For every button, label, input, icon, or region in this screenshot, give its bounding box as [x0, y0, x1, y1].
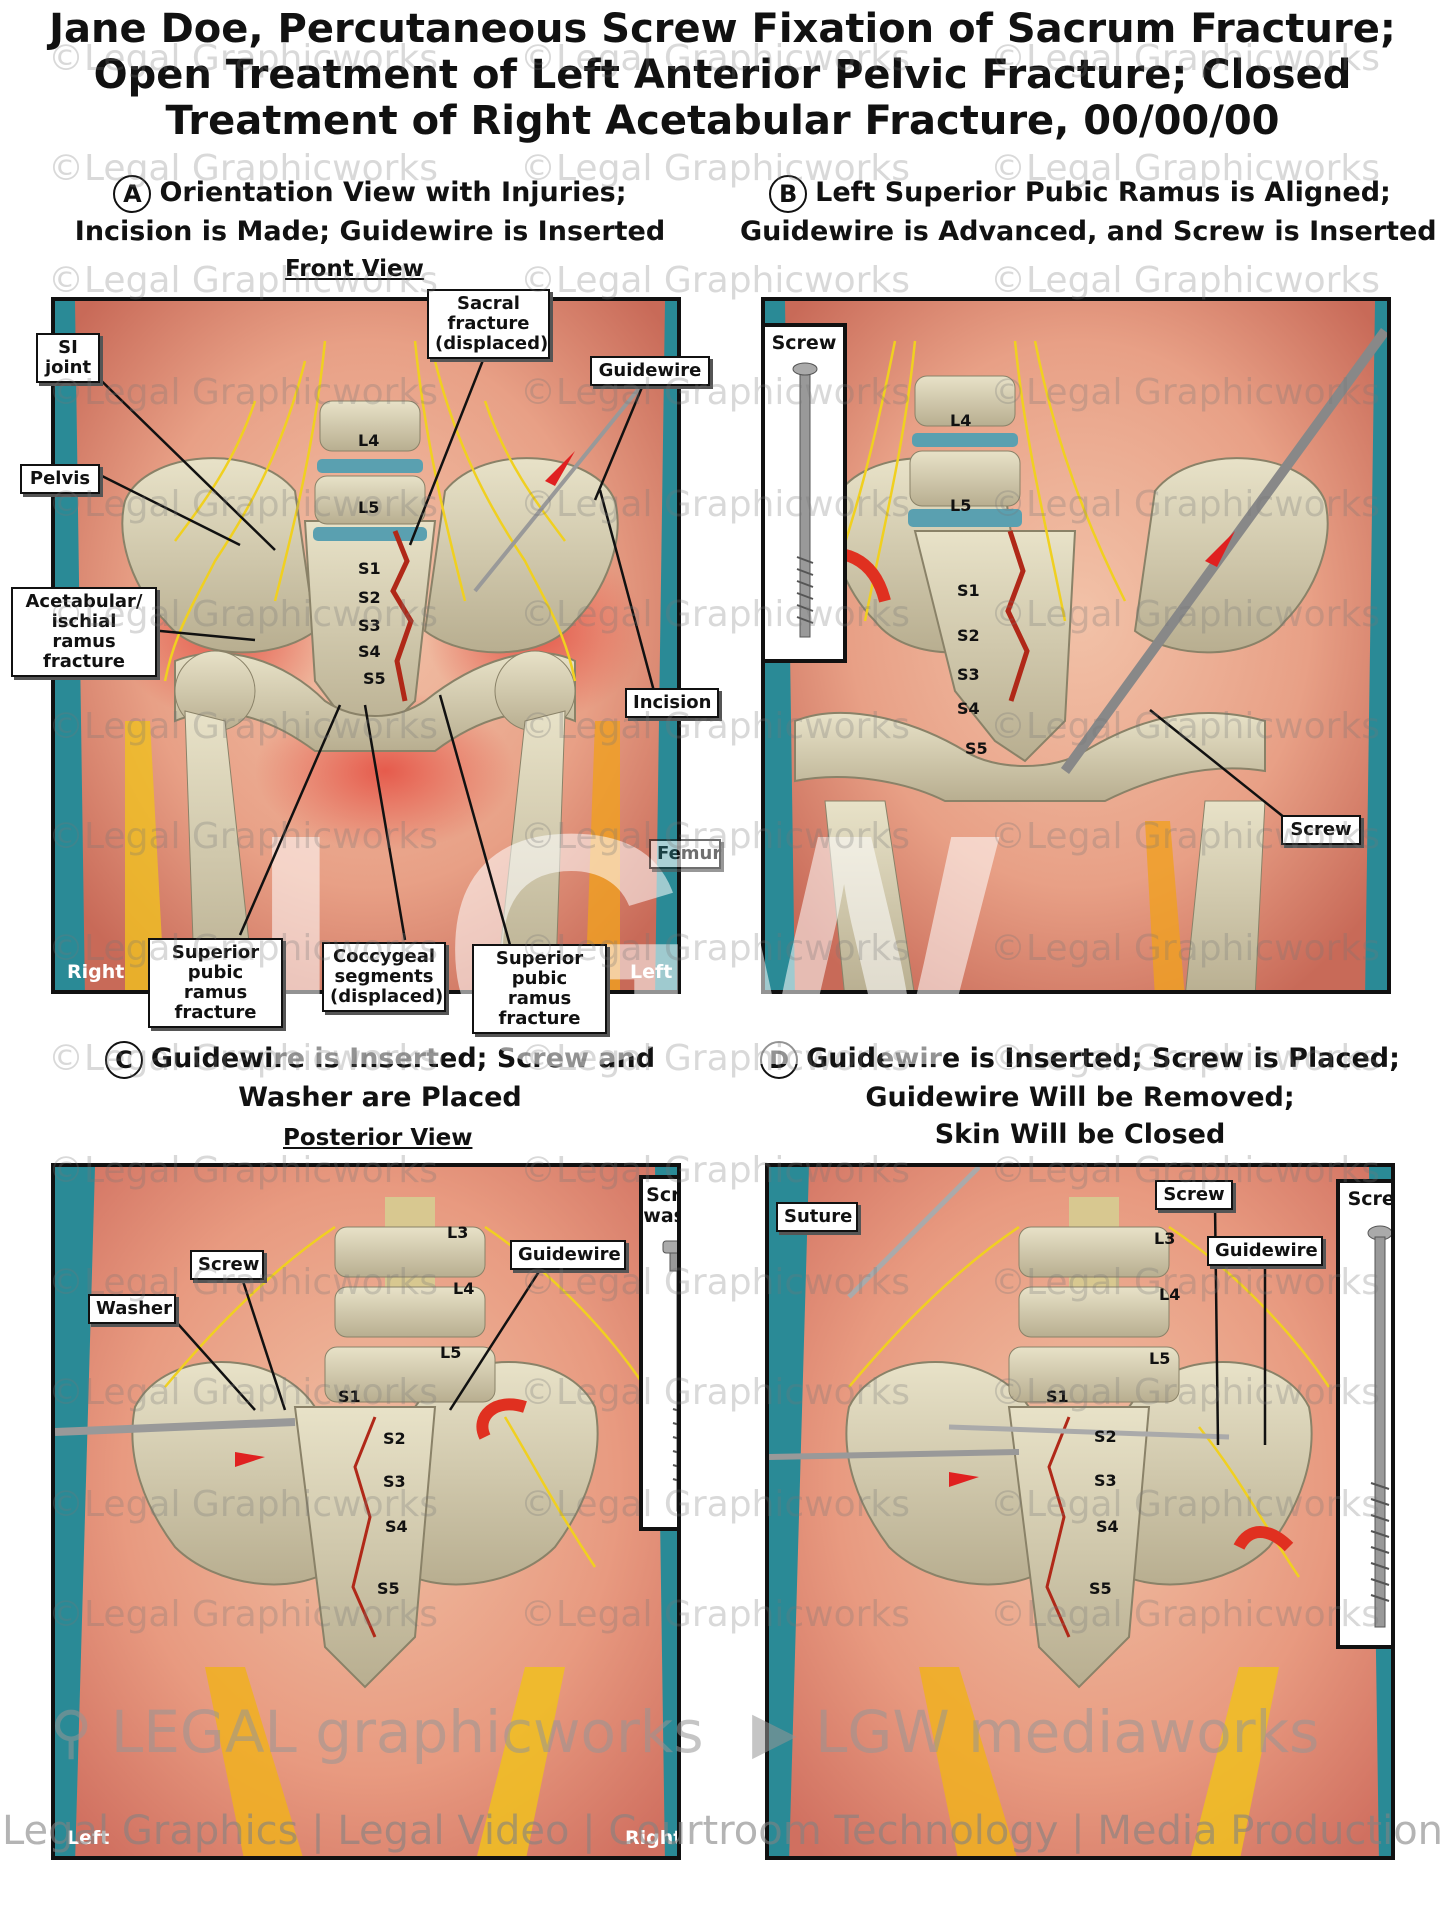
label-superior-pubic-ramus-left: Superior pubic ramus fracture [472, 944, 607, 1034]
c-label-guidewire: Guidewire [510, 1240, 626, 1270]
panel-b-heading-line1: Left Superior Pubic Ramus is Aligned; [815, 177, 1391, 208]
vertebra-label-s4: S4 [358, 642, 381, 661]
title-line-3: Treatment of Right Acetabular Fracture, … [165, 98, 1280, 144]
panel-d-letter: D [760, 1040, 799, 1079]
watermark: ©Legal Graphicworks [520, 260, 911, 301]
c-vertebra-s4: S4 [385, 1517, 408, 1536]
label-guidewire: Guidewire [590, 356, 710, 386]
c-label-screw: Screw [190, 1250, 264, 1280]
panel-c-inset-title: Screw/ washer [643, 1184, 681, 1227]
side-label-left: Left [630, 961, 673, 983]
b-label-screw: Screw [1281, 815, 1361, 845]
c-side-label-left: Left [67, 1827, 110, 1849]
label-incision: Incision [625, 688, 719, 718]
c-vertebra-s2: S2 [383, 1429, 406, 1448]
vertebra-label-s3: S3 [358, 616, 381, 635]
panel-c-screw-washer-inset: Screw/ washer [639, 1175, 681, 1531]
c-vertebra-l3: L3 [447, 1223, 469, 1242]
front-pelvis-screw-illustration [765, 301, 1387, 990]
d-label-screw: Screw [1155, 1180, 1233, 1210]
c-label-washer: Washer [88, 1294, 176, 1324]
b-vertebra-s1: S1 [957, 581, 980, 600]
c-vertebra-l4: L4 [453, 1279, 475, 1298]
label-femur: Femur [649, 839, 721, 869]
d-vertebra-l5: L5 [1149, 1349, 1171, 1368]
label-sacral-fracture: Sacral fracture (displaced) [427, 289, 550, 359]
page-title: Jane Doe, Percutaneous Screw Fixation of… [0, 6, 1445, 144]
vertebra-label-l5: L5 [358, 498, 380, 517]
panel-d-screw-inset: Screw [1336, 1179, 1395, 1649]
panel-b-screw-inset: Screw [765, 323, 847, 663]
magnifier-icon: ⚲ [50, 1698, 93, 1766]
b-vertebra-l5: L5 [950, 496, 972, 515]
panel-a-heading-line1: Orientation View with Injuries; [159, 177, 627, 208]
d-vertebra-s5: S5 [1089, 1579, 1112, 1598]
label-acetabular-fracture: Acetabular/ ischial ramus fracture [11, 587, 157, 677]
panel-b-letter: B [769, 174, 808, 213]
panel-c-view-title: Posterior View [283, 1125, 473, 1151]
d-vertebra-s2: S2 [1094, 1427, 1117, 1446]
play-icon: ▶ [752, 1698, 797, 1766]
b-vertebra-s5: S5 [965, 739, 988, 758]
vertebra-label-s5: S5 [363, 669, 386, 688]
c-vertebra-l5: L5 [440, 1343, 462, 1362]
posterior-pelvis-closure-illustration [769, 1167, 1391, 1856]
side-label-right: Right [67, 961, 125, 983]
d-vertebra-l3: L3 [1154, 1229, 1176, 1248]
screw-washer-image [662, 1240, 677, 1512]
panel-b-inset-title: Screw [771, 332, 837, 354]
screw-image [792, 362, 818, 638]
b-vertebra-l4: L4 [950, 411, 972, 430]
footer-brand: ⚲ LEGAL graphicworks ▶ LGW mediaworks [50, 1698, 1319, 1766]
panel-d-inset-title: Screw [1347, 1188, 1395, 1210]
panel-c-heading-line2: Washer are Placed [238, 1081, 522, 1113]
c-vertebra-s5: S5 [377, 1579, 400, 1598]
panel-d-illustration: L3 L4 L5 S1 S2 S3 S4 S5 Screw [765, 1163, 1395, 1860]
vertebra-label-l4: L4 [358, 431, 380, 450]
c-vertebra-s1: S1 [338, 1387, 361, 1406]
brand-right: LGW mediaworks [815, 1698, 1320, 1766]
title-line-2: Open Treatment of Left Anterior Pelvic F… [93, 52, 1352, 98]
d-vertebra-s1: S1 [1046, 1387, 1069, 1406]
panel-a-heading-line2: Incision is Made; Guidewire is Inserted [74, 215, 666, 247]
watermark: ©Legal Graphicworks [990, 260, 1381, 301]
screw-long-image [1367, 1225, 1391, 1628]
d-label-suture: Suture [776, 1202, 858, 1232]
d-vertebra-l4: L4 [1159, 1285, 1181, 1304]
panel-d-heading-line2: Guidewire Will be Removed; [865, 1081, 1295, 1113]
front-pelvis-illustration [55, 301, 677, 990]
label-pelvis: Pelvis [20, 464, 100, 494]
d-vertebra-s3: S3 [1094, 1471, 1117, 1490]
panel-a-illustration: L4 L5 S1 S2 S3 S4 S5 Right Left [51, 297, 681, 994]
label-si-joint: SI joint [36, 333, 100, 383]
panel-b-illustration: L4 L5 S1 S2 S3 S4 S5 Screw [761, 297, 1391, 994]
panel-a-view-title: Front View [285, 256, 424, 282]
c-vertebra-s3: S3 [383, 1472, 406, 1491]
panel-b-heading-line2: Guidewire is Advanced, and Screw is Inse… [740, 215, 1437, 247]
title-line-1: Jane Doe, Percutaneous Screw Fixation of… [49, 6, 1396, 52]
brand-left: LEGAL graphicworks [110, 1698, 704, 1766]
label-coccygeal-segments: Coccygeal segments (displaced) [322, 942, 446, 1012]
panel-d-heading-line1: Guidewire is Inserted; Screw is Placed; [806, 1043, 1400, 1074]
panel-c-letter: C [104, 1040, 143, 1079]
d-vertebra-s4: S4 [1096, 1517, 1119, 1536]
b-vertebra-s4: S4 [957, 699, 980, 718]
panel-d-heading-line3: Skin Will be Closed [934, 1118, 1226, 1150]
label-superior-pubic-ramus-right: Superior pubic ramus fracture [148, 938, 283, 1028]
c-side-label-right: Right [625, 1827, 681, 1849]
vertebra-label-s1: S1 [358, 559, 381, 578]
footer-tagline: Legal Graphics | Legal Video | Courtroom… [1, 1808, 1444, 1854]
vertebra-label-s2: S2 [358, 588, 381, 607]
b-vertebra-s2: S2 [957, 626, 980, 645]
d-label-guidewire: Guidewire [1207, 1236, 1323, 1266]
panel-a-letter: A [113, 174, 152, 213]
panel-c-heading-line1: Guidewire is Inserted; Screw and [150, 1043, 656, 1074]
b-vertebra-s3: S3 [957, 665, 980, 684]
